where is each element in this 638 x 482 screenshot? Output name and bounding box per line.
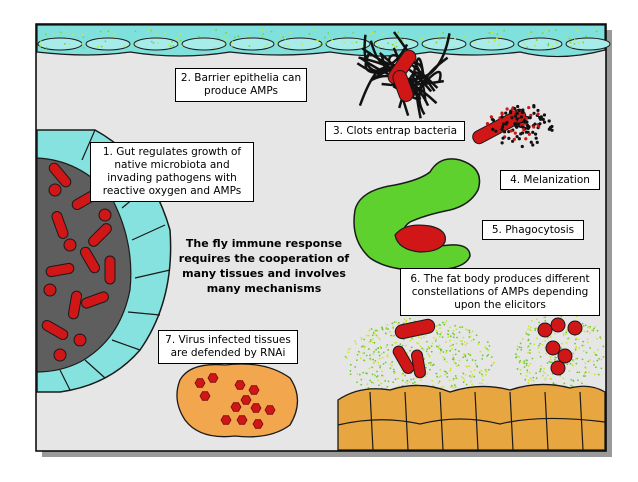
label-text: reactive oxygen and AMPs <box>102 185 242 197</box>
central-statement-line: requires the cooperation of <box>178 252 350 265</box>
label-clots: 3. Clots entrap bacteria <box>325 121 465 141</box>
barrier-epithelium <box>36 24 611 58</box>
central-statement: The fly immune response requires the coo… <box>178 236 350 296</box>
central-statement-line: many tissues and involves <box>182 267 346 280</box>
phagocyte <box>353 158 481 271</box>
label-melanization: 4. Melanization <box>500 170 600 190</box>
label-virus: 7. Virus infected tissues are defended b… <box>158 330 298 364</box>
label-text: constellations of AMPs depending <box>411 285 589 298</box>
clot-bacterium <box>392 70 414 102</box>
engulfed-bacterium <box>394 224 447 253</box>
label-text: 7. Virus infected tissues <box>165 334 291 346</box>
fat-body <box>337 383 606 451</box>
label-text: 1. Gut regulates growth of <box>102 146 242 158</box>
central-statement-line: many mechanisms <box>206 282 322 295</box>
label-text: 2. Barrier epithelia can <box>180 72 302 84</box>
label-text: produce AMPs <box>204 85 278 97</box>
label-text: are defended by RNAi <box>170 347 286 359</box>
label-phagocytosis: 5. Phagocytosis <box>482 220 584 240</box>
label-fat-body: 6. The fat body produces different const… <box>400 268 600 316</box>
virus-infected-tissue <box>176 363 299 438</box>
melanization <box>472 104 554 149</box>
clot <box>356 31 451 119</box>
central-statement-line: The fly immune response <box>185 237 343 250</box>
label-text: 4. Melanization <box>510 173 590 186</box>
fat-body-bacteria <box>392 317 583 379</box>
label-text: 6. The fat body produces different <box>410 272 590 285</box>
label-text: upon the elicitors <box>454 298 546 311</box>
label-text: 5. Phagocytosis <box>491 223 575 236</box>
label-text: 3. Clots entrap bacteria <box>332 124 458 137</box>
label-text: invading pathogens with <box>107 172 237 184</box>
label-text: native microbiota and <box>114 159 230 171</box>
label-gut: 1. Gut regulates growth of native microb… <box>90 142 254 202</box>
